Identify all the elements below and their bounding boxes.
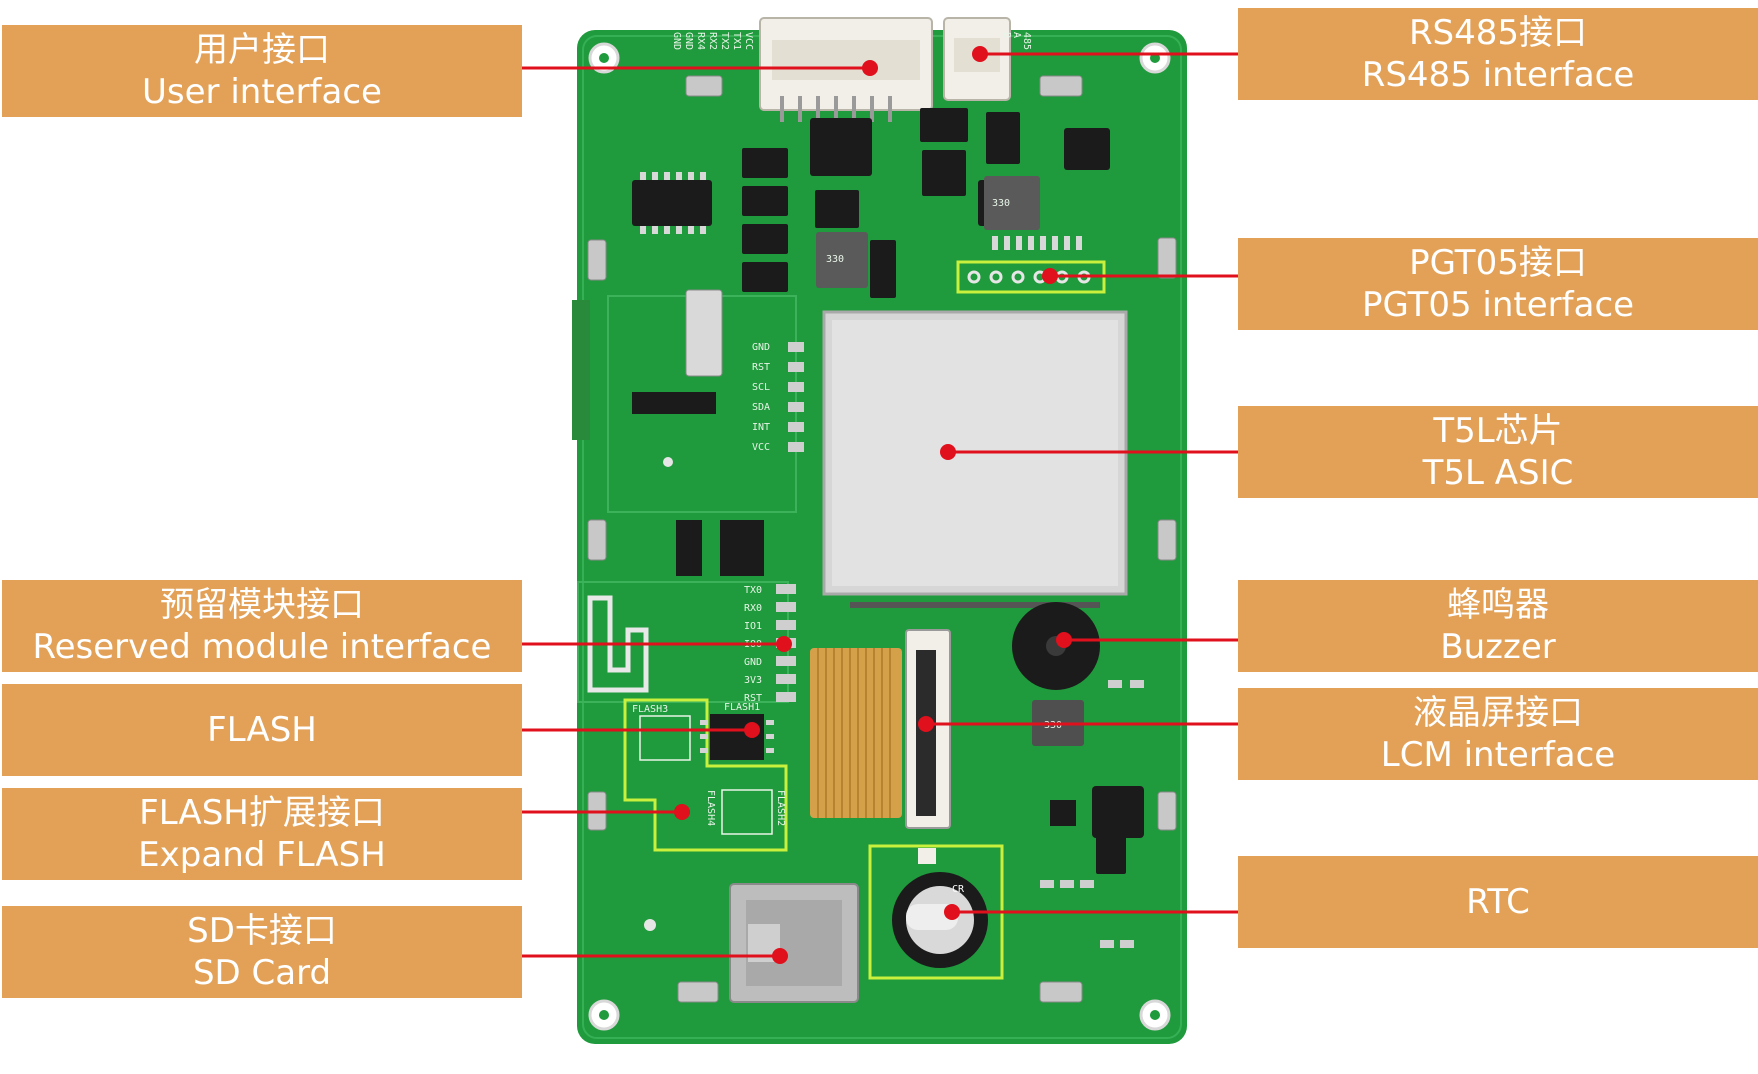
header-pin-label: VCC: [743, 32, 754, 50]
rs485-pin-label: B: [1001, 32, 1012, 38]
leader-flash: [522, 722, 760, 738]
module-pin-label: TX0: [744, 585, 762, 596]
touch-pin-labels: GND RST SCL SDA INT VCC: [752, 342, 770, 453]
label-lcm-zh: 液晶屏接口: [1413, 693, 1583, 733]
label-t5l-en: T5L ASIC: [1422, 453, 1574, 493]
label-flash: FLASH: [2, 684, 522, 776]
leader-expand: [522, 804, 690, 820]
label-t5l-asic: T5L芯片 T5L ASIC: [1238, 406, 1758, 498]
touch-pin-label: SCL: [752, 382, 770, 393]
label-user-zh: 用户接口: [194, 30, 330, 70]
module-pin-label: 3V3: [744, 675, 762, 686]
leader-user: [522, 60, 878, 76]
header-pin-label: TX1: [731, 32, 742, 50]
header-pin-label: GND: [671, 32, 682, 50]
module-pin-label: IO1: [744, 621, 762, 632]
header-pin-label: RX2: [707, 32, 718, 50]
label-pgt05-zh: PGT05接口: [1409, 243, 1587, 283]
label-buzzer: 蜂鸣器 Buzzer: [1238, 580, 1758, 672]
label-expand-flash: FLASH扩展接口 Expand FLASH: [2, 788, 522, 880]
inductor-mark: 330: [992, 198, 1010, 209]
leader-pgt05-dot: [1042, 268, 1058, 284]
label-sd-card: SD卡接口 SD Card: [2, 906, 522, 998]
leader-buzzer-dot: [1056, 632, 1072, 648]
rs485-pin-label: A: [1011, 32, 1022, 38]
label-rs485-zh: RS485接口: [1408, 13, 1588, 53]
touch-pin-label: RST: [752, 362, 770, 373]
leader-rtc: [944, 904, 1238, 920]
flash-mark: FLASH2: [775, 790, 786, 826]
label-reserved-module-interface: 预留模块接口 Reserved module interface: [2, 580, 522, 672]
leader-reserved-dot: [776, 636, 792, 652]
leader-lcm: [918, 716, 1238, 732]
leader-buzzer: [1056, 632, 1238, 648]
label-expand-en: Expand FLASH: [138, 835, 386, 875]
leader-flash-dot: [744, 722, 760, 738]
label-pgt05-en: PGT05 interface: [1361, 285, 1635, 325]
label-rtc: RTC: [1238, 856, 1758, 948]
rs485-pin-label: 485: [1021, 32, 1032, 50]
leader-user-dot: [862, 60, 878, 76]
inductor-mark: 330: [826, 254, 844, 265]
label-buzzer-zh: 蜂鸣器: [1447, 585, 1549, 625]
header-pin-label: TX2: [719, 32, 730, 50]
touch-pin-label: VCC: [752, 442, 770, 453]
flash-mark: FLASH1: [724, 702, 760, 713]
label-sd-zh: SD卡接口: [187, 911, 337, 951]
module-pin-label: RST: [744, 693, 762, 704]
label-flash-en: FLASH: [207, 710, 317, 750]
flash-mark: FLASH4: [705, 790, 716, 826]
leader-expand-dot: [674, 804, 690, 820]
header-pin-label: GND: [683, 32, 694, 50]
leader-reserved: [522, 636, 792, 652]
leader-lcm-dot: [918, 716, 934, 732]
flash-mark: FLASH3: [632, 704, 668, 715]
leader-t5l-dot: [940, 444, 956, 460]
leader-rs485-dot: [972, 46, 988, 62]
leader-sd-dot: [772, 948, 788, 964]
battery-mark: CR: [952, 884, 965, 895]
label-reserved-zh: 预留模块接口: [160, 585, 364, 625]
module-pin-label: GND: [744, 657, 762, 668]
leader-sd: [522, 948, 788, 964]
leader-rtc-dot: [944, 904, 960, 920]
label-user-interface: 用户接口 User interface: [2, 25, 522, 117]
touch-pin-label: GND: [752, 342, 770, 353]
label-buzzer-en: Buzzer: [1440, 627, 1556, 667]
label-rs485-en: RS485 interface: [1361, 55, 1635, 95]
touch-pin-label: SDA: [752, 402, 770, 413]
header-pin-label: RX4: [695, 32, 706, 50]
label-pgt05-interface: PGT05接口 PGT05 interface: [1238, 238, 1758, 330]
label-rtc-en: RTC: [1466, 882, 1530, 922]
label-lcm-interface: 液晶屏接口 LCM interface: [1238, 688, 1758, 780]
leader-rs485: [972, 46, 1238, 62]
leader-pgt05: [1042, 268, 1238, 284]
label-t5l-zh: T5L芯片: [1433, 411, 1563, 451]
leader-t5l: [940, 444, 1238, 460]
module-pin-label: RX0: [744, 603, 762, 614]
label-rs485-interface: RS485接口 RS485 interface: [1238, 8, 1758, 100]
label-lcm-en: LCM interface: [1380, 735, 1616, 775]
label-user-en: User interface: [142, 72, 382, 112]
touch-pin-label: INT: [752, 422, 770, 433]
label-expand-zh: FLASH扩展接口: [139, 793, 385, 833]
label-sd-en: SD Card: [192, 953, 332, 993]
label-reserved-en: Reserved module interface: [32, 627, 492, 667]
